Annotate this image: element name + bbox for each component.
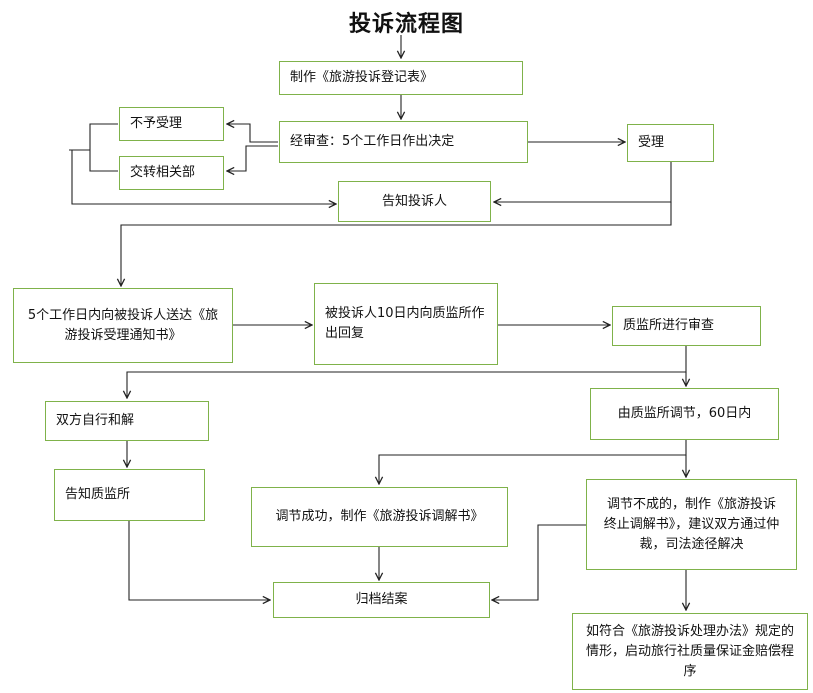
connector-fail-close — [492, 524, 586, 600]
node-respondent-reply: 被投诉人10日内向质监所作出回复 — [314, 283, 498, 365]
node-mediation-success: 调节成功，制作《旅游投诉调解书》 — [251, 487, 508, 547]
connector-accept-deliver — [121, 202, 672, 286]
connector-mediate-branch — [379, 440, 687, 484]
node-notify-complainant: 告知投诉人 — [338, 181, 491, 222]
connector-notifyqsi-close — [128, 520, 270, 600]
node-mediation-fail: 调节不成的，制作《旅游投诉终止调解书》，建议双方通过仲裁，司法途径解决 — [586, 479, 797, 570]
connector-review-reject — [227, 124, 278, 143]
node-notify-qsi: 告知质监所 — [54, 469, 205, 521]
node-review: 经审查：5个工作日作出决定 — [279, 121, 528, 163]
node-accept: 受理 — [627, 124, 714, 162]
node-guarantee: 如符合《旅游投诉处理办法》规定的情形，启动旅行社质量保证金赔偿程序 — [572, 613, 808, 690]
connector-review-transfer — [227, 145, 278, 171]
node-self-settle: 双方自行和解 — [45, 401, 209, 441]
node-register: 制作《旅游投诉登记表》 — [279, 61, 523, 95]
connector-bracket-notify — [71, 150, 336, 204]
connector-left-bracket — [89, 123, 118, 172]
node-close-case: 归档结案 — [273, 582, 490, 618]
connector-qsi-branch — [127, 345, 687, 398]
node-deliver-notice: 5个工作日内向被投诉人送达《旅游投诉受理通知书》 — [13, 288, 233, 363]
page-title: 投诉流程图 — [348, 12, 464, 37]
node-reject: 不予受理 — [119, 107, 224, 141]
connector-accept-notify — [494, 162, 672, 202]
node-transfer: 交转相关部 — [119, 156, 224, 190]
node-qsi-mediate: 由质监所调节，60日内 — [590, 388, 779, 440]
node-qsi-review: 质监所进行审查 — [612, 306, 761, 346]
